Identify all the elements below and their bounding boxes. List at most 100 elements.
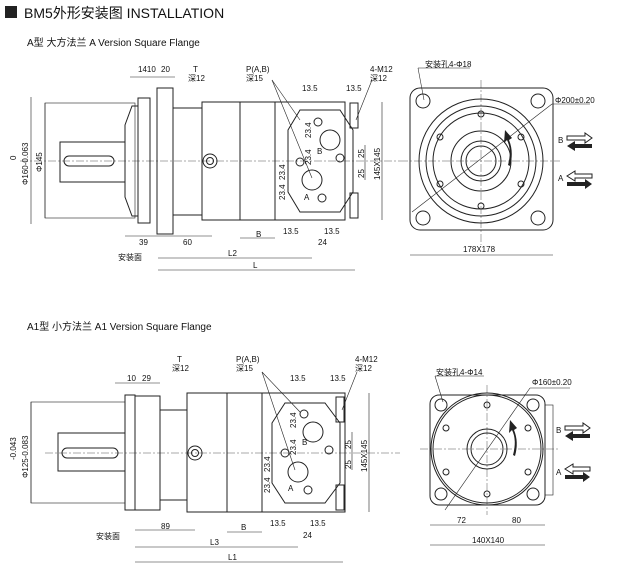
dim-b: B: [241, 523, 246, 532]
version-a1-subtitle: A1型 小方法兰 A1 Version Square Flange: [27, 320, 212, 333]
mount-plate: [137, 97, 151, 224]
arrow-out-icon: [567, 179, 592, 189]
dim-23-4: 23.4: [289, 412, 298, 428]
dim-25: 25: [357, 149, 366, 158]
mount-hole: [415, 210, 431, 226]
dim-13-5: 13.5: [346, 84, 362, 93]
dim-13-5: 13.5: [310, 519, 326, 528]
dim-13-5: 13.5: [283, 227, 299, 236]
port-a-label: A: [304, 193, 310, 202]
arrow-in-icon: [566, 170, 593, 182]
pilot-outline: [44, 102, 136, 219]
tolerance-upper: -0.043: [9, 437, 18, 460]
dim-23-4: 23.4: [304, 122, 313, 138]
bolt-head: [335, 396, 345, 423]
mount-hole: [530, 210, 546, 226]
dim-23-4: 23.4: [263, 477, 272, 493]
shaft-bore: [466, 428, 508, 470]
mount-holes-label: 安装孔4-Φ14: [436, 367, 483, 377]
version-a1-front-view: 安装孔4-Φ14 Φ160±0.20 72 80 140X140 B A: [420, 367, 591, 546]
arrow-out-icon: [564, 422, 591, 434]
port-a: [301, 169, 323, 191]
dim-25: 25: [344, 440, 353, 449]
tolerance-upper: 0: [9, 155, 18, 160]
port-b-label: B: [302, 438, 307, 447]
bolt-head: [335, 484, 345, 511]
neck: [172, 107, 203, 216]
dim-b: B: [256, 230, 261, 239]
dim-39: 39: [139, 238, 148, 247]
neck: [159, 409, 188, 501]
dim-89: 89: [161, 522, 170, 531]
mount-hole: [530, 93, 546, 109]
port-b: [302, 421, 324, 443]
dim-14-10: 1410: [138, 65, 156, 74]
motor-body: [186, 392, 346, 513]
arrow-in-icon: [564, 463, 591, 475]
p-port-label: P(A,B): [246, 65, 270, 74]
arrow-out-icon: [566, 132, 593, 144]
port-b-label: B: [317, 147, 322, 156]
dim-10: 10: [127, 374, 136, 383]
pcd-label: Φ160±0.20: [532, 378, 572, 387]
flow-a-label: A: [556, 468, 562, 477]
rotation-arrow-icon: [504, 130, 512, 166]
dim-13-5: 13.5: [330, 374, 346, 383]
p-port-label: P(A,B): [236, 355, 260, 364]
version-a: A型 大方法兰 A Version Square Flange: [9, 36, 595, 271]
dim-24: 24: [303, 531, 312, 540]
port-a-label: A: [288, 484, 294, 493]
port-b: [319, 129, 341, 151]
version-a-subtitle: A型 大方法兰 A Version Square Flange: [27, 36, 200, 49]
arrow-out-icon: [565, 472, 590, 482]
dim-23-4: 23.4: [278, 164, 287, 180]
body-diameter: Φ145: [35, 152, 44, 172]
bolt-label: 4-M12: [355, 355, 378, 364]
mount-plate: [124, 394, 136, 511]
mount-face-label: 安装面: [118, 252, 142, 262]
dim-25: 25: [344, 460, 353, 469]
bolt-head: [349, 192, 359, 219]
t-depth-label: 深12: [188, 74, 205, 83]
page-title: BM5外形安装图 INSTALLATION: [24, 5, 224, 21]
mount-hole: [526, 398, 540, 412]
dim-23-4: 23.4: [263, 456, 272, 472]
bolt-depth-label: 深12: [355, 364, 372, 373]
dim-25: 25: [357, 169, 366, 178]
dim-13-5: 13.5: [324, 227, 340, 236]
p-depth-label: 深15: [246, 74, 263, 83]
mount-holes-label: 安装孔4-Φ18: [425, 59, 472, 69]
flow-b-label: B: [556, 426, 561, 435]
dim-l1: L1: [228, 553, 237, 562]
dim-29: 29: [142, 374, 151, 383]
dim-13-5: 13.5: [270, 519, 286, 528]
shaft-bore: [460, 140, 502, 182]
square-flange: [409, 87, 554, 231]
t-port-label: T: [177, 355, 182, 364]
mount-face-label: 安装面: [96, 531, 120, 541]
dim-23-4: 23.4: [278, 184, 287, 200]
dim-145x145: 145X145: [373, 147, 382, 180]
flange-size-label: 178X178: [463, 245, 496, 254]
version-a1: A1型 小方法兰 A1 Version Square Flange: [9, 320, 591, 563]
version-a-front-view: 安装孔4-Φ18 Φ200±0.20 178X178 B A: [400, 59, 595, 256]
dim-23-4: 23.4: [289, 439, 298, 455]
pilot-diameter: Φ125-0.083: [21, 435, 30, 478]
bolt-head: [349, 102, 359, 129]
t-port-label: T: [193, 65, 198, 74]
rotation-arrow-icon: [509, 420, 517, 456]
shaft-keyway: [61, 447, 119, 459]
dim-20: 20: [161, 65, 170, 74]
port-block: [271, 402, 341, 504]
dim-145x145: 145X145: [360, 439, 369, 472]
arrow-in-icon: [567, 141, 592, 151]
bolt-label: 4-M12: [370, 65, 393, 74]
dim-80: 80: [512, 516, 521, 525]
arrow-in-icon: [565, 431, 590, 441]
title-square-icon: [5, 6, 17, 18]
bolt-depth-label: 深12: [370, 74, 387, 83]
dim-60: 60: [183, 238, 192, 247]
pilot-diameter: Φ160-0.063: [21, 142, 30, 185]
dim-13-5: 13.5: [302, 84, 318, 93]
